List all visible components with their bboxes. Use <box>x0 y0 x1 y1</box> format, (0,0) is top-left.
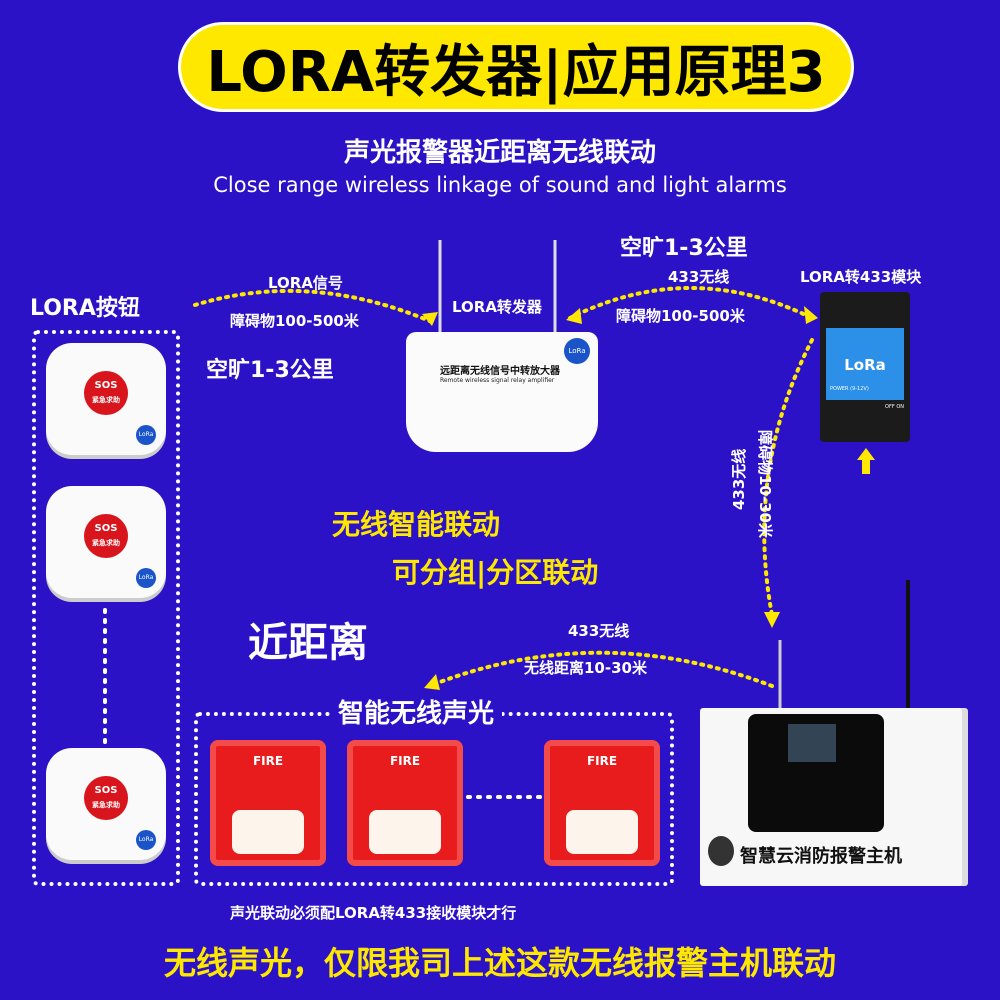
subtitle-cn: 声光报警器近距离无线联动 <box>343 138 656 168</box>
vertical-signal-label: 433无线 <box>730 448 748 510</box>
up-arrow-icon-stem <box>862 460 870 474</box>
right-obstacle-label: 障碍物100-500米 <box>616 307 745 325</box>
link-right <box>568 286 814 320</box>
siren-fire-text: FIRE <box>252 754 284 768</box>
arrow-icon <box>764 612 780 628</box>
link-host <box>430 650 774 688</box>
footer-text: 无线声光，仅限我司上述这款无线报警主机联动 <box>163 944 836 982</box>
siren-fire-text: FIRE <box>389 754 421 768</box>
module-label: LORA转433模块 <box>800 268 922 286</box>
host-signal-label: 433无线 <box>568 622 630 640</box>
title-banner: LORA转发器|应用原理3 <box>178 22 854 112</box>
repeater-text-en: Remote wireless signal relay amplifier <box>440 377 555 384</box>
buttons-label: LORA按钮 <box>30 296 140 321</box>
link-vertical <box>762 338 814 617</box>
buttons-group <box>32 330 180 886</box>
left-obstacle-label: 障碍物100-500米 <box>230 312 359 330</box>
host-screen <box>788 724 836 762</box>
siren: FIRE <box>544 740 660 866</box>
module-panel: LoRa POWER (9-12V) <box>826 328 904 400</box>
host-label: 智慧云消防报警主机 <box>740 846 902 867</box>
lora-433-module: LoRa POWER (9-12V) OFF ON <box>820 292 910 442</box>
lora-badge: LoRa <box>136 568 156 588</box>
right-open-label: 空旷1-3公里 <box>620 236 748 261</box>
siren: FIRE <box>347 740 463 866</box>
help-text: 紧急求助 <box>92 396 120 404</box>
arrow-icon <box>566 308 582 324</box>
lora-button[interactable]: SOS 紧急求助 LoRa <box>46 486 166 598</box>
vertical-obstacle-label: 障碍物10-30米 <box>756 430 774 538</box>
lora-button[interactable]: SOS 紧急求助 LoRa <box>46 343 166 455</box>
arrow-icon <box>804 306 818 324</box>
help-text: 紧急求助 <box>92 801 120 809</box>
note-text: 声光联动必须配LORA转433接收模块才行 <box>230 904 517 922</box>
siren: FIRE <box>210 740 326 866</box>
center-line1: 无线智能联动 <box>332 508 501 541</box>
host-distance-label: 无线距离10-30米 <box>524 659 647 677</box>
sos-text: SOS <box>94 380 118 391</box>
siren-fire-text: FIRE <box>586 754 618 768</box>
up-arrow-icon <box>857 448 875 460</box>
subtitle-en: Close range wireless linkage of sound an… <box>213 173 787 197</box>
lora-badge: LoRa <box>136 830 156 850</box>
siren-lens <box>232 810 304 854</box>
fire-emblem-icon <box>708 836 734 866</box>
left-open-label: 空旷1-3公里 <box>206 358 334 383</box>
lora-badge: LoRa <box>136 425 156 445</box>
module-switch: OFF ON <box>885 404 904 410</box>
arrow-icon <box>424 674 440 690</box>
repeater-badge: LoRa <box>564 338 590 364</box>
sos-text: SOS <box>94 523 118 534</box>
arrow-icon <box>422 312 438 326</box>
sos-text: SOS <box>94 785 118 796</box>
lora-button[interactable]: SOS 紧急求助 LoRa <box>46 748 166 860</box>
right-signal-label: 433无线 <box>668 268 730 286</box>
left-signal-label: LORA信号 <box>268 274 343 292</box>
host-keypad <box>748 714 884 832</box>
siren-lens <box>566 810 638 854</box>
near-label: 近距离 <box>248 620 368 666</box>
module-brand: LoRa <box>844 356 886 374</box>
link-left <box>193 288 434 324</box>
sirens-label: 智能无线声光 <box>330 693 503 730</box>
repeater-device: LoRa 远距离无线信号中转放大器 Remote wireless signal… <box>406 332 598 452</box>
center-line2: 可分组|分区联动 <box>392 556 599 589</box>
siren-lens <box>369 810 441 854</box>
help-text: 紧急求助 <box>92 539 120 547</box>
alarm-host: 智慧云消防报警主机 <box>700 708 962 886</box>
repeater-text-cn: 远距离无线信号中转放大器 <box>440 366 560 377</box>
module-power: POWER (9-12V) <box>830 386 869 392</box>
repeater-label: LORA转发器 <box>452 298 542 316</box>
